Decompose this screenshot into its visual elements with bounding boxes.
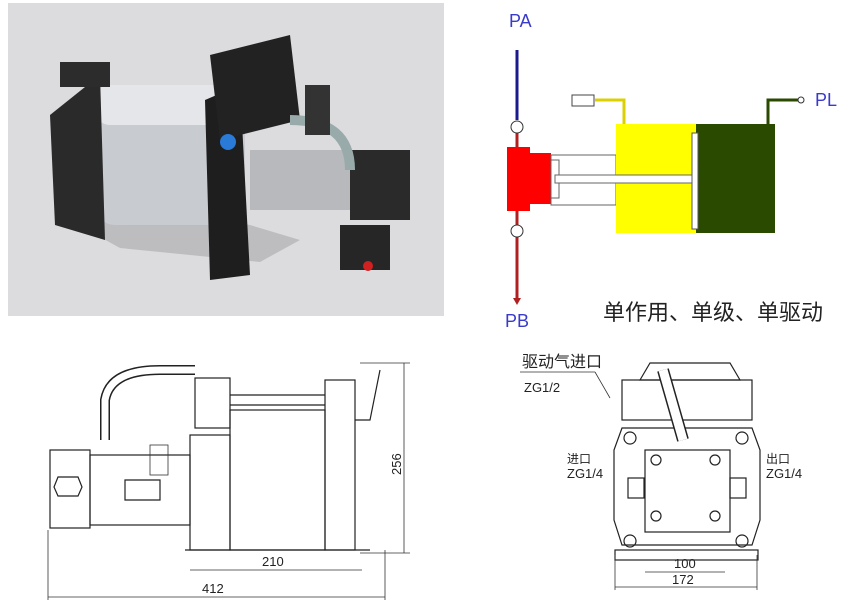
dim-inner: 100 <box>674 556 696 571</box>
pump-schematic: PA PB PL 单作用、单级、单驱动 <box>505 11 837 331</box>
end-plate-left <box>50 75 105 240</box>
drive-air-inlet-label: 驱动气进口 <box>522 352 602 371</box>
inlet-label: 进口 <box>567 452 591 466</box>
dim-base: 210 <box>262 554 284 569</box>
muffler-icon <box>571 94 595 107</box>
air-inlet-fitting <box>220 134 236 150</box>
air-pipe <box>289 115 355 171</box>
schematic-caption: 单作用、单级、单驱动 <box>603 301 823 326</box>
outlet-arrow-icon <box>513 298 521 305</box>
product-photo <box>8 3 444 316</box>
front-view-drawing: 驱动气进口 ZG1/2 进口 ZG1/4 出口 ZG1/4 100 172 <box>520 352 802 590</box>
check-valve-icon <box>510 224 524 238</box>
pump-head <box>350 150 410 220</box>
outlet-thread: ZG1/4 <box>766 466 802 481</box>
outlet-label: 出口 <box>766 452 790 466</box>
drive-chamber-dark <box>696 124 775 233</box>
inlet-thread: ZG1/4 <box>567 466 603 481</box>
dim-height: 256 <box>389 453 404 475</box>
dim-outer: 172 <box>672 572 694 587</box>
port-a-label: PA <box>509 11 532 31</box>
top-block <box>210 35 300 140</box>
pump-head-red <box>507 147 551 211</box>
port-b-label: PB <box>505 311 529 331</box>
drive-air-inlet-thread: ZG1/2 <box>524 380 560 395</box>
port-l-label: PL <box>815 90 837 110</box>
dim-total: 412 <box>202 581 224 596</box>
hex-nut-icon <box>53 476 83 497</box>
check-valve-icon <box>510 120 524 134</box>
side-view-drawing: 256 210 412 <box>47 362 410 600</box>
